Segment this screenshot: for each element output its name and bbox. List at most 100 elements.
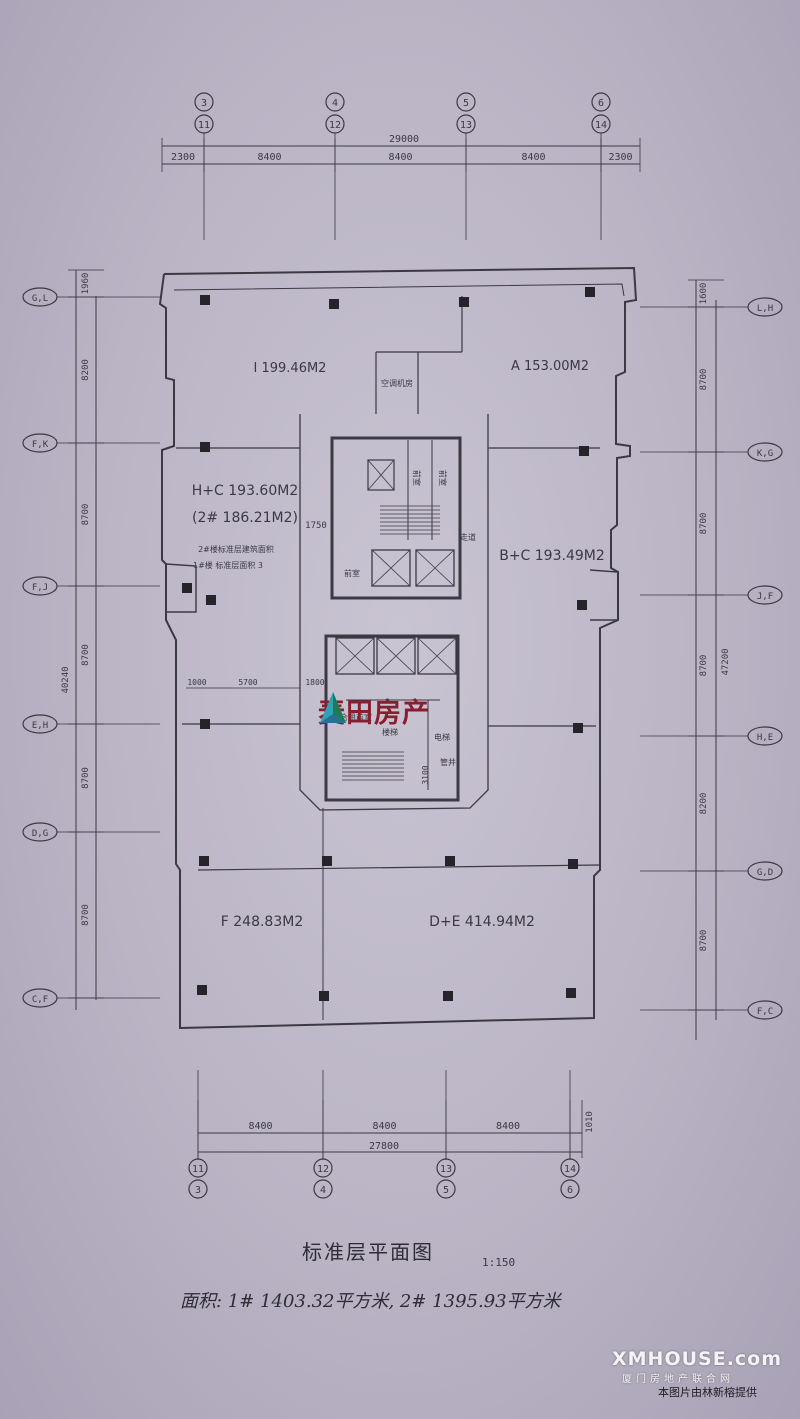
column (443, 991, 453, 1001)
interior-dim: 1750 (305, 521, 327, 531)
column (319, 991, 329, 1001)
core-label: 空调机房 (381, 378, 413, 388)
core-label: 前室 (412, 470, 422, 486)
column (182, 583, 192, 593)
top-axis-bubble-upper (456, 92, 476, 112)
unit-label-i: I 199.46M2 (254, 361, 327, 376)
right-dim-segment: 8700 (699, 513, 709, 535)
unit-label-b-c: B+C 193.49M2 (499, 548, 605, 564)
column (199, 856, 209, 866)
right-axis-label: L,H (757, 304, 773, 314)
core-label: 前室 (344, 568, 360, 578)
left-axis-label: E,H (32, 721, 48, 731)
left-axis-label: F,K (32, 440, 49, 450)
core-label: 合用前室 (340, 712, 372, 722)
bottom-axis-bubble-upper (313, 1158, 333, 1178)
elevator-car (415, 549, 455, 587)
elevator-x (417, 637, 457, 675)
interior-wall-line (173, 283, 625, 297)
site-brand: XMHOUSE.com (612, 1348, 783, 1370)
top-axis-label-upper: 5 (463, 98, 469, 109)
left-dim-segment: 1960 (81, 273, 91, 295)
left-dim-segment: 8700 (81, 644, 91, 666)
note-line: 1#楼 标准层面积 3 (193, 560, 263, 570)
top-axis-label-upper: 4 (332, 98, 338, 109)
column (200, 295, 210, 305)
top-axis-bubble-upper (194, 92, 214, 112)
column (577, 600, 587, 610)
unit-label-a: A 153.00M2 (511, 359, 589, 374)
right-axis-label: F,C (757, 1007, 773, 1017)
grid-lines: 311412513614113124135146G,LF,KF,JE,HD,GC… (22, 92, 783, 1199)
elevator-car (376, 637, 416, 675)
column (585, 287, 595, 297)
top-dim-segment: 8400 (521, 152, 545, 163)
building-outline (158, 266, 638, 1030)
right-axis-bubble (747, 585, 783, 605)
right-axis-bubble (747, 1000, 783, 1020)
top-axis-label-upper: 3 (201, 98, 207, 109)
bottom-dim-segment: 8400 (496, 1121, 520, 1132)
right-axis-bubble (747, 861, 783, 881)
core-label: 前室 (438, 470, 448, 486)
plan-scale: 1:150 (482, 1256, 516, 1269)
bottom-dim-segment: 8400 (372, 1121, 396, 1132)
unit-label-2-alt: (2# 186.21M2) (192, 510, 298, 526)
bottom-axis-label-upper: 13 (440, 1164, 452, 1175)
column (322, 856, 332, 866)
bottom-axis-label-upper: 12 (317, 1164, 329, 1175)
unit-label-d-e: D+E 414.94M2 (429, 914, 535, 930)
elevator-x (415, 549, 455, 587)
shaft-x (367, 459, 395, 491)
top-axis-label-lower: 13 (460, 120, 472, 131)
right-axis-bubble (747, 297, 783, 317)
shaft-left (165, 563, 197, 613)
elevator-car (417, 637, 457, 675)
bottom-dim-segment: 1010 (585, 1111, 595, 1133)
watermark: 麦田房产 (318, 690, 430, 730)
column (459, 297, 469, 307)
right-dim-total: 47200 (721, 648, 731, 675)
right-axis-bubble (747, 726, 783, 746)
right-axis-label: J,F (757, 592, 773, 602)
bottom-axis-bubble-lower (436, 1179, 456, 1199)
core-north-walls (330, 436, 462, 600)
column (566, 988, 576, 998)
column (445, 856, 455, 866)
right-dim-segment: 8200 (699, 793, 709, 815)
partition-wall (197, 864, 601, 871)
bottom-axis-label-upper: 14 (564, 1164, 576, 1175)
shaft-right (589, 569, 619, 621)
left-axis-label: C,F (32, 995, 48, 1005)
exterior-wall (158, 266, 638, 1030)
elevator-x (376, 637, 416, 675)
top-axis-label-lower: 14 (595, 120, 607, 131)
right-dim-segment: 8700 (699, 655, 709, 677)
column (206, 595, 216, 605)
top-axis-label-lower: 11 (198, 120, 210, 131)
top-dim-segment: 2300 (608, 152, 632, 163)
column (200, 719, 210, 729)
core-label: 走道 (460, 532, 476, 542)
structural-columns (182, 287, 595, 1001)
left-dim-total: 40240 (61, 666, 71, 693)
corridor-wall (299, 414, 489, 811)
plan-title: 标准层平面图 (302, 1240, 434, 1264)
column (579, 446, 589, 456)
column (568, 859, 578, 869)
top-axis-label-lower: 12 (329, 120, 341, 131)
top-axis-bubble-upper (325, 92, 345, 112)
column (573, 723, 583, 733)
bottom-axis-bubble-lower (313, 1179, 333, 1199)
bottom-dim-segment: 8400 (248, 1121, 272, 1132)
core-label: 电梯 (434, 732, 450, 742)
column (197, 985, 207, 995)
bottom-axis-bubble-upper (436, 1158, 456, 1178)
bottom-axis-bubble-upper (560, 1158, 580, 1178)
left-dim-segment: 8700 (81, 904, 91, 926)
area-note: 面积: 1# 1403.32平方米, 2# 1395.93平方米 (180, 1291, 561, 1312)
bottom-axis-bubble-upper (188, 1158, 208, 1178)
